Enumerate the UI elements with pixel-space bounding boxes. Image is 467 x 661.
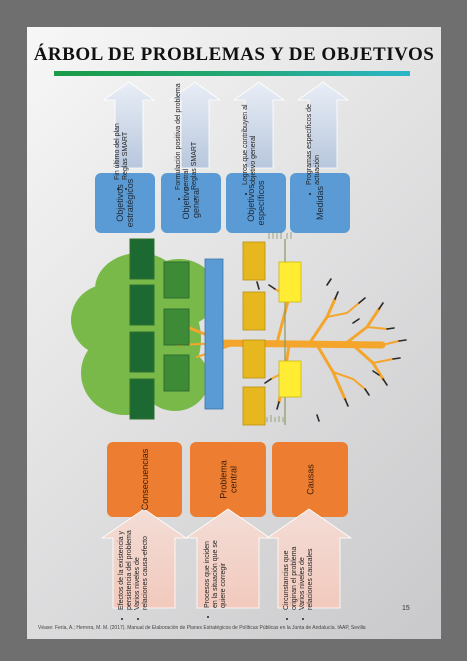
objective-arrow-2	[168, 81, 222, 169]
problem-box-consecuencias: Consecuencias	[107, 442, 182, 517]
bullet: Reglas SMART	[122, 88, 130, 180]
footnote: Véase: Feria, A.; Herrera, M. M. (2017).…	[38, 625, 366, 631]
objective-arrow-4	[296, 81, 350, 169]
bullet: Fin último del plan	[114, 88, 122, 180]
objective-box-especificos: Objetivos específicos	[226, 173, 286, 233]
objective-boxes	[95, 173, 350, 233]
problem-arrow-text-2: Procesos que inciden en la situación que…	[204, 532, 252, 616]
box-label: Consecuencias	[139, 448, 150, 511]
bullet: Efectos de la existencia y persistencia …	[118, 530, 134, 610]
problem-box-causas: Causas	[273, 442, 348, 518]
objective-arrow-3	[232, 81, 286, 169]
box-label: Objetivos estratégicos	[115, 178, 135, 228]
problem-arrows	[100, 508, 353, 609]
bullet: Varios niveles de relaciones causa-efect…	[134, 530, 150, 610]
box-label: Medidas	[315, 185, 325, 221]
problem-arrow-1	[100, 508, 188, 609]
box-label: Causas	[305, 464, 315, 495]
problem-boxes	[107, 442, 348, 517]
objective-box-estrategicos: Objetivos estratégicos	[95, 173, 155, 233]
bullet: Programas específicos de actuación	[306, 83, 322, 185]
objective-arrows	[102, 81, 350, 169]
problem-arrow-3	[265, 508, 353, 609]
bullet: Logros que contribuyen al objetivo gener…	[242, 83, 258, 185]
bullet: Procesos que inciden en la situación que…	[204, 532, 228, 608]
problem-arrow-text-3: Circunstancias que originan el problema …	[283, 530, 335, 618]
page-number: 15	[402, 605, 410, 612]
title-underline	[54, 71, 410, 76]
document-page: ÁRBOL DE PROBLEMAS Y DE OBJETIVOS	[27, 27, 441, 639]
bullet: Circunstancias que originan el problema	[283, 530, 299, 610]
diagram-graphics	[71, 81, 407, 609]
box-label: Objetivo general	[181, 186, 201, 220]
objective-box-medidas: Medidas	[290, 173, 350, 233]
objective-arrow-1	[102, 81, 156, 169]
page-title: ÁRBOL DE PROBLEMAS Y DE OBJETIVOS	[33, 44, 435, 65]
bullet: Varios niveles de relaciones causales	[299, 530, 315, 610]
box-label: Objetivos específicos	[246, 180, 266, 226]
problem-arrow-text-1: Efectos de la existencia y persistencia …	[118, 530, 170, 618]
box-label: Problema central	[218, 460, 238, 499]
tree-illustration	[71, 231, 407, 426]
problem-box-central: Problema central	[191, 442, 266, 518]
objective-box-general: Objetivo general	[161, 173, 221, 233]
